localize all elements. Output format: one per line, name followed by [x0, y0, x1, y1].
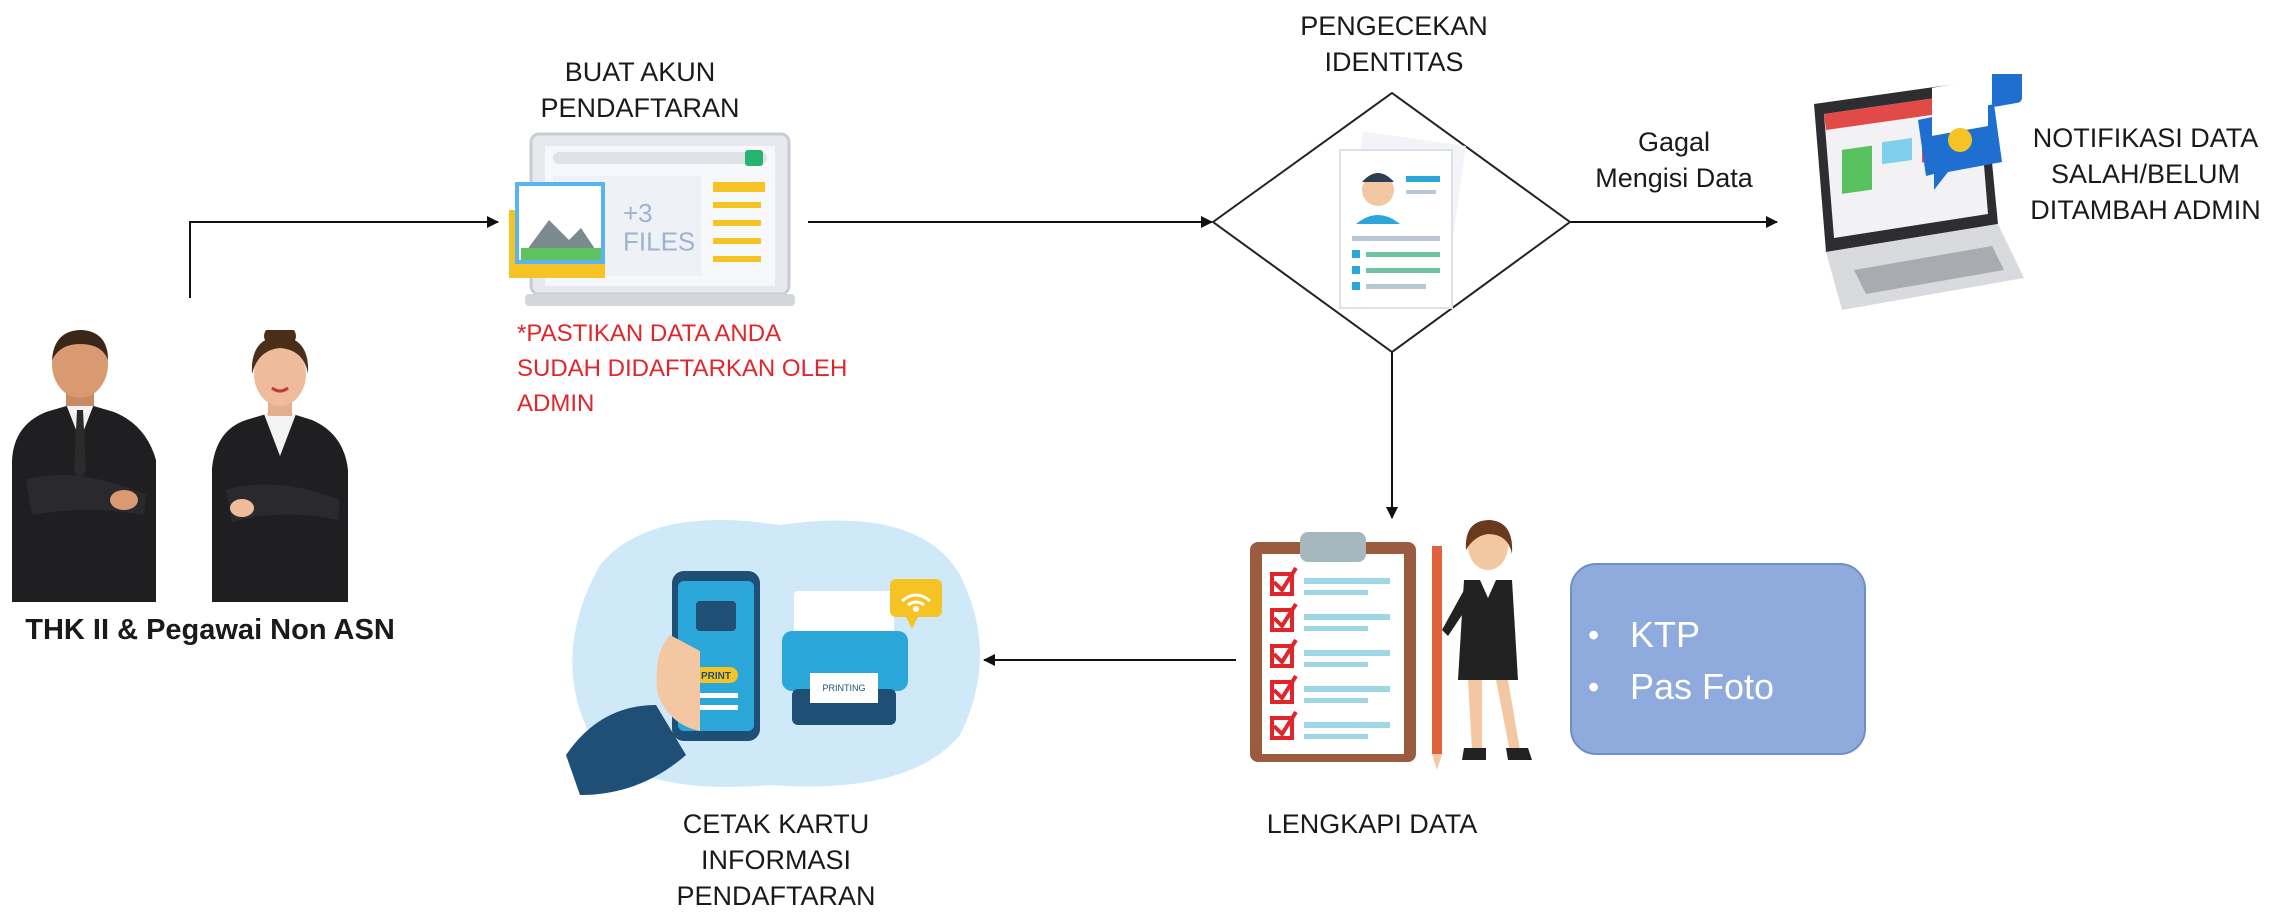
printing-text: PRINTING	[822, 683, 865, 693]
checklist-woman-icon	[1250, 520, 1532, 770]
laptop-notification-icon	[1814, 74, 2024, 310]
woman-figure	[212, 330, 348, 602]
fail-edge-label: Gagal Mengisi Data	[1595, 127, 1753, 193]
create-account-label: BUAT AKUN PENDAFTARAN	[540, 57, 740, 123]
arrow-actors-to-account	[189, 216, 499, 298]
document-item-photo: Pas Foto	[1588, 661, 1864, 713]
notification-label: NOTIFIKASI DATA SALAH/BELUM DITAMBAH ADM…	[2030, 123, 2261, 225]
print-button-text: PRINT	[701, 671, 731, 682]
complete-data-label: LENGKAPI DATA	[1266, 809, 1478, 839]
actors-label: THK II & Pegawai Non ASN	[25, 614, 395, 646]
identity-check-label: PENGECEKAN IDENTITAS	[1300, 11, 1488, 77]
document-item-ktp: KTP	[1588, 609, 1864, 661]
create-account-note: *PASTIKAN DATA ANDA SUDAH DIDAFTARKAN OL…	[517, 320, 848, 417]
actors-illustration	[12, 330, 348, 602]
required-documents-box: KTP Pas Foto	[1570, 563, 1866, 755]
identity-document-icon	[1339, 131, 1466, 309]
phone-printer-icon: PRINT PRINTING	[566, 520, 980, 795]
man-figure	[12, 330, 156, 602]
print-card-label: CETAK KARTU INFORMASI PENDAFTARAN	[676, 809, 876, 911]
